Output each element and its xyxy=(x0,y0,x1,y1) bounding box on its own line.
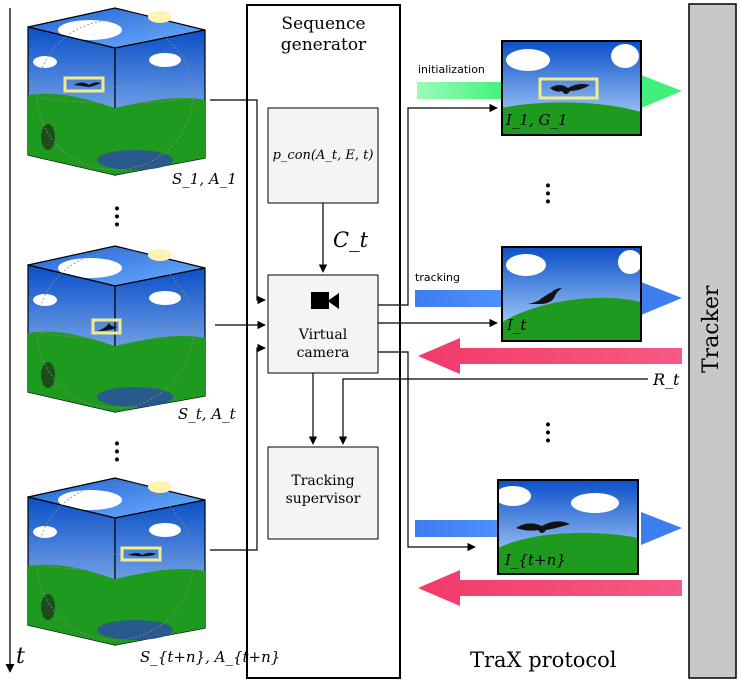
supervisor-label: Tracking supervisor xyxy=(268,473,378,508)
condition-label: C_t xyxy=(333,228,369,252)
camera-to-frame1-arrow xyxy=(378,103,498,306)
result-arrow-1 xyxy=(418,338,682,374)
scene-cube-1 xyxy=(27,7,206,176)
cube-3-label: S_{t+n}, A_{t+n} xyxy=(140,648,281,666)
frame-3 xyxy=(495,479,639,575)
frame-2-label: I_t xyxy=(507,316,527,334)
camera-label-line1: Virtual xyxy=(298,327,348,343)
scene-cube-3 xyxy=(27,477,206,646)
cube3-to-camera-arrow xyxy=(210,343,266,551)
tracker-bar xyxy=(688,3,737,679)
initialization-arrow xyxy=(417,75,682,108)
supervisor-label-line2: supervisor xyxy=(285,490,361,507)
tracker-label: Tracker xyxy=(699,285,724,374)
cube-1-label: S_1, A_1 xyxy=(172,170,237,188)
supervisor-label-line1: Tracking xyxy=(291,473,355,489)
frame-3-label: I_{t+n} xyxy=(505,551,566,569)
vertical-ellipsis-4: ··· xyxy=(544,412,552,454)
tracking-supervisor-box xyxy=(267,446,379,540)
generator-title-line2: generator xyxy=(280,35,367,56)
vertical-ellipsis-1: ··· xyxy=(113,196,121,238)
cube1-to-camera-arrow xyxy=(210,99,266,305)
camera-to-frame3-arrow xyxy=(378,351,476,552)
result-label: R_t xyxy=(653,370,680,389)
pcon-label: p_con(A_t, E, t) xyxy=(272,148,374,163)
vertical-ellipsis-3: ··· xyxy=(544,173,552,215)
result-arrow-2 xyxy=(418,570,682,606)
initialization-label: initialization xyxy=(418,63,485,76)
vertical-ellipsis-2: ··· xyxy=(113,431,121,473)
frame-1 xyxy=(501,40,642,136)
generator-title: Sequence generator xyxy=(250,14,397,57)
tracking-arrow-1 xyxy=(415,282,682,315)
cube-2-label: S_t, A_t xyxy=(178,405,236,423)
camera-label: Virtual camera xyxy=(268,327,378,362)
scene-cube-2 xyxy=(27,245,206,413)
result-feedback-line xyxy=(338,378,648,445)
protocol-label: TraX protocol xyxy=(470,648,617,672)
time-axis-label: t xyxy=(16,644,25,669)
camera-label-line2: camera xyxy=(296,344,350,361)
camera-icon xyxy=(311,292,339,309)
sequence-generator-box xyxy=(246,4,401,679)
generator-title-line1: Sequence xyxy=(281,14,366,34)
frame-1-label: I_1, G_1 xyxy=(506,111,568,129)
tracking-label: tracking xyxy=(415,271,461,284)
frame-2 xyxy=(501,246,642,342)
virtual-camera-box xyxy=(267,274,379,374)
pcon-box xyxy=(267,107,379,204)
tracking-arrow-2 xyxy=(415,512,682,545)
